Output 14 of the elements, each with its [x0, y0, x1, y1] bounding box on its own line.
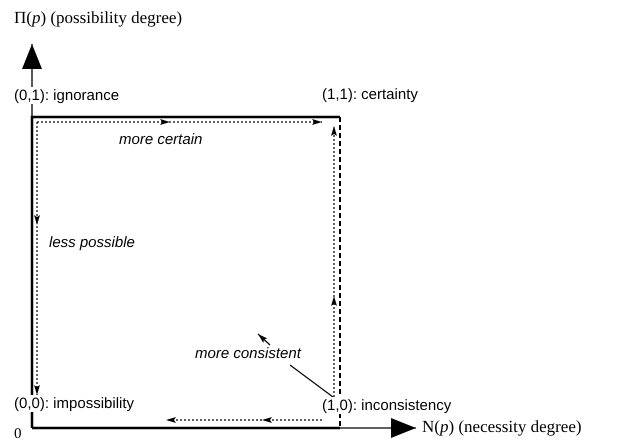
point-label: (1,1): certainty [322, 86, 442, 126]
point-label: (0,1): ignorance [14, 87, 174, 122]
point-label: (0,0): impossibility [14, 395, 166, 423]
arrow [37, 119, 322, 125]
edge-label: more consistent [194, 345, 302, 362]
arrow [331, 126, 337, 397]
edge-label: more certain [118, 131, 204, 148]
origin-label: 0 [14, 427, 22, 442]
axis-label: N(p) (necessity degree) [422, 417, 582, 437]
edge-label: less possible [48, 234, 136, 251]
arrow [257, 333, 334, 398]
arrow [166, 417, 322, 423]
axis-label: Π(p) (possibility degree) [14, 8, 182, 28]
arrow [34, 122, 40, 395]
